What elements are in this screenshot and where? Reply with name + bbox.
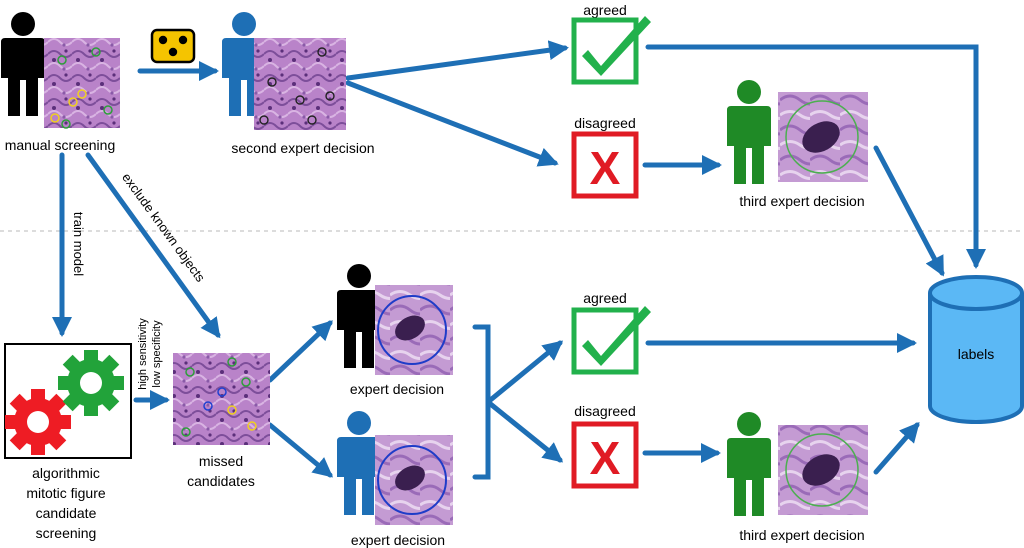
labels-database-label: labels: [958, 346, 995, 362]
third-expert-top-label: third expert decision: [739, 193, 864, 209]
arrow-third-to-labels-bottom: [873, 421, 920, 475]
svg-text:X: X: [590, 432, 621, 484]
arrow-to-agreed-bottom: [485, 340, 564, 405]
arrow-to-expert-black: [267, 320, 333, 383]
arrow-to-disagreed-top: [345, 80, 559, 167]
arrow-to-agreed-top: [345, 40, 569, 81]
manual-screening-label: manual screening: [5, 137, 116, 153]
algo-label-line3: candidate: [36, 505, 97, 521]
green-gear-icon: [58, 350, 124, 416]
arrow-agreed-to-labels: [645, 44, 986, 269]
agreed-bottom-label: agreed: [583, 290, 627, 306]
manual-screening-image: [44, 38, 120, 129]
missed-label-line2: candidates: [187, 473, 255, 489]
disagreed-top-cross-icon: X: [571, 131, 639, 199]
expert-decision-blue-label: expert decision: [351, 532, 445, 548]
algo-label-line2: mitotic figure: [26, 485, 106, 501]
disagreed-bottom-cross-icon: X: [571, 421, 639, 489]
agreed-top-label: agreed: [583, 2, 627, 18]
low-specificity-label: low specificity: [151, 320, 163, 388]
red-gear-icon: [5, 389, 71, 455]
agreed-top-checkmark-icon: [571, 16, 651, 85]
arrow-third-to-labels-top: [873, 145, 945, 277]
third-expert-bottom-label: third expert decision: [739, 527, 864, 543]
arrow-to-expert-blue: [267, 422, 334, 478]
missed-label-line1: missed: [199, 453, 243, 469]
high-sensitivity-label: high sensitivity: [137, 318, 149, 390]
missed-candidates-image: [173, 353, 270, 445]
expert-blue-image: [375, 435, 453, 525]
disagreed-bottom-label: disagreed: [574, 403, 636, 419]
second-expert-label: second expert decision: [231, 140, 374, 156]
second-expert-image: [254, 38, 346, 130]
third-expert-bottom-icon: [727, 412, 771, 516]
labels-database-icon: [928, 275, 1024, 424]
disagreed-top-label: disagreed: [574, 115, 636, 131]
agreed-bottom-checkmark-icon: [571, 306, 651, 375]
arrow-exclude-known: [85, 152, 221, 339]
third-expert-bottom-image: [778, 425, 868, 515]
train-model-label: train model: [71, 212, 86, 276]
expert-blue-icon: [337, 411, 381, 515]
algo-label-line1: algorithmic: [32, 465, 100, 481]
exclude-known-label: exclude known objects: [119, 170, 208, 285]
expert-black-image: [375, 285, 453, 375]
arrow-to-disagreed-bottom: [485, 399, 564, 463]
third-expert-top-image: [778, 92, 868, 182]
algo-label-line4: screening: [36, 525, 97, 541]
manual-screener-icon: [1, 12, 45, 116]
arrows: [52, 40, 986, 480]
third-expert-top-icon: [727, 80, 771, 184]
expert-black-icon: [337, 264, 381, 368]
svg-text:X: X: [590, 142, 621, 194]
dice-icon: [150, 28, 196, 64]
expert-decision-black-label: expert decision: [350, 381, 444, 397]
